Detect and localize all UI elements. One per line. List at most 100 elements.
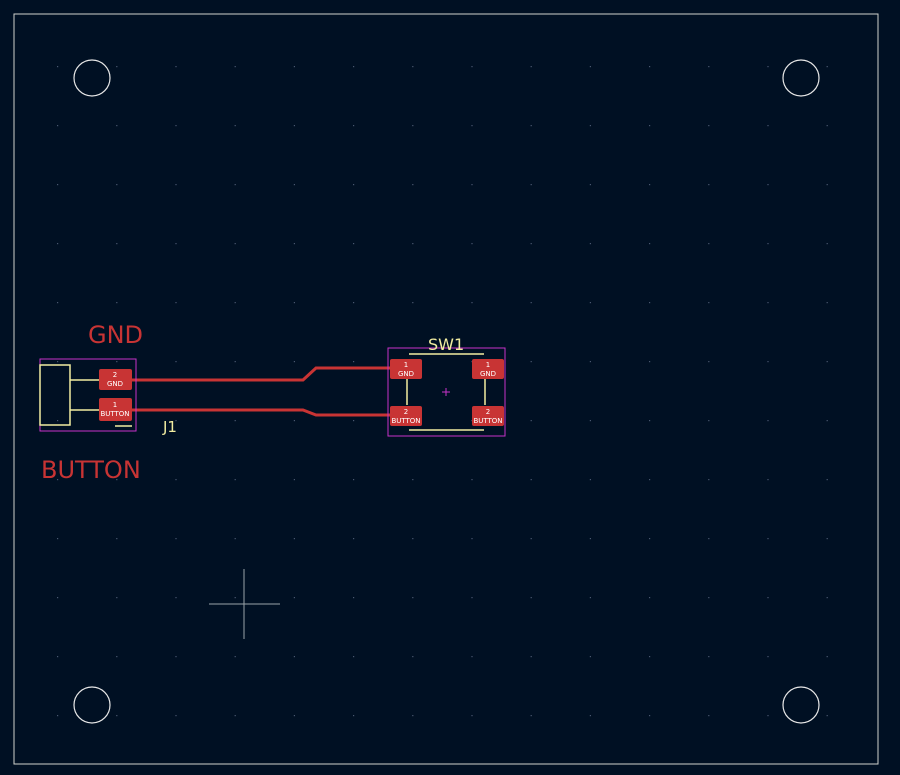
grid-dot xyxy=(708,656,710,658)
mounting-hole-bottom-left[interactable] xyxy=(73,686,111,724)
grid-dot xyxy=(471,597,473,599)
grid-dot xyxy=(708,302,710,304)
grid-dot xyxy=(234,361,236,363)
grid-dot xyxy=(234,420,236,422)
grid-dot xyxy=(708,420,710,422)
grid-dot xyxy=(471,302,473,304)
grid-dot xyxy=(471,479,473,481)
grid-dot xyxy=(708,715,710,717)
grid-dot xyxy=(234,243,236,245)
grid-dot xyxy=(649,420,651,422)
mounting-hole-top-right[interactable] xyxy=(782,59,820,97)
j1-pad-1[interactable]: 1 BUTTON xyxy=(99,398,132,421)
grid-dot xyxy=(412,125,414,127)
board-outline xyxy=(13,13,879,765)
grid-dot xyxy=(826,66,828,68)
grid-dot xyxy=(57,656,59,658)
grid-dot xyxy=(234,302,236,304)
grid-dot xyxy=(412,302,414,304)
grid-dot xyxy=(175,184,177,186)
sw1-reference[interactable]: SW1 xyxy=(428,335,464,354)
grid-dot xyxy=(649,538,651,540)
grid-dot xyxy=(767,656,769,658)
grid-dot xyxy=(649,184,651,186)
grid-dot xyxy=(175,361,177,363)
grid-dot xyxy=(353,302,355,304)
grid-dot xyxy=(826,656,828,658)
grid-dot xyxy=(412,715,414,717)
trace-button[interactable] xyxy=(116,408,405,417)
grid-dot xyxy=(353,656,355,658)
sw1-pad-net: GND xyxy=(398,370,414,378)
grid-dot xyxy=(708,66,710,68)
j1-pad-2-net: GND xyxy=(107,380,123,388)
j1-reference[interactable]: J1 xyxy=(162,418,177,436)
grid-dot xyxy=(353,420,355,422)
j1-silkscreen-body xyxy=(39,364,71,426)
trace-gnd[interactable] xyxy=(116,366,405,382)
grid-dot xyxy=(116,184,118,186)
grid-dot xyxy=(826,125,828,127)
sw1-pad-net: GND xyxy=(480,370,496,378)
grid-dot xyxy=(767,479,769,481)
grid-dot xyxy=(57,184,59,186)
sw1-pad-1-left[interactable]: 1 GND xyxy=(390,359,422,379)
grid-dot xyxy=(471,243,473,245)
grid-dot xyxy=(116,656,118,658)
grid-dot xyxy=(175,243,177,245)
j1-pad-2[interactable]: 2 GND xyxy=(99,369,132,390)
sw1-pad-2-right[interactable]: 2 BUTTON xyxy=(472,406,504,426)
grid-dot xyxy=(471,656,473,658)
grid-dot xyxy=(589,302,591,304)
grid-dot xyxy=(530,597,532,599)
grid-dot xyxy=(412,538,414,540)
sw1-pad-1-right[interactable]: 1 GND xyxy=(472,359,504,379)
grid-dot xyxy=(57,479,59,481)
grid-dot xyxy=(530,656,532,658)
grid-dot xyxy=(175,538,177,540)
footprint-sw1[interactable]: SW1 1 GND 1 GND 2 BUTTON 2 BUTTON xyxy=(387,335,506,437)
grid-dot xyxy=(767,420,769,422)
grid-dot xyxy=(530,538,532,540)
net-label-gnd: GND xyxy=(88,321,143,349)
sw1-pad-2-left[interactable]: 2 BUTTON xyxy=(390,406,422,426)
grid-dot xyxy=(116,302,118,304)
grid-dot xyxy=(471,715,473,717)
grid-dot xyxy=(708,243,710,245)
grid-dot xyxy=(530,361,532,363)
j1-pad-1-number: 1 xyxy=(113,401,117,409)
grid-dot xyxy=(175,656,177,658)
grid-dot xyxy=(116,479,118,481)
grid-dot xyxy=(826,479,828,481)
mounting-hole-bottom-right[interactable] xyxy=(782,686,820,724)
mounting-hole-top-left[interactable] xyxy=(73,59,111,97)
grid-dot xyxy=(530,184,532,186)
grid-dot xyxy=(530,715,532,717)
grid-dot xyxy=(708,479,710,481)
grid-dot xyxy=(589,420,591,422)
grid-dot xyxy=(649,243,651,245)
grid-dot xyxy=(589,125,591,127)
grid-dot xyxy=(116,538,118,540)
grid-dot xyxy=(826,243,828,245)
grid-dot xyxy=(530,420,532,422)
grid-dot xyxy=(353,361,355,363)
grid-dot xyxy=(589,715,591,717)
grid-dot xyxy=(589,361,591,363)
grid-dot xyxy=(412,656,414,658)
grid-dot xyxy=(293,538,295,540)
grid-dot xyxy=(57,361,59,363)
grid-dot xyxy=(649,715,651,717)
grid-dot xyxy=(293,125,295,127)
sw1-pad-number: 1 xyxy=(486,361,490,369)
grid-dot xyxy=(649,656,651,658)
j1-pad-2-number: 2 xyxy=(113,371,117,379)
grid-dot xyxy=(649,479,651,481)
sw1-pad-net: BUTTON xyxy=(391,417,420,425)
grid-dot xyxy=(589,184,591,186)
sw1-center-mark xyxy=(442,388,450,396)
footprint-j1[interactable]: 2 GND 1 BUTTON J1 xyxy=(39,358,177,436)
grid-dot xyxy=(353,479,355,481)
grid-dot xyxy=(293,715,295,717)
